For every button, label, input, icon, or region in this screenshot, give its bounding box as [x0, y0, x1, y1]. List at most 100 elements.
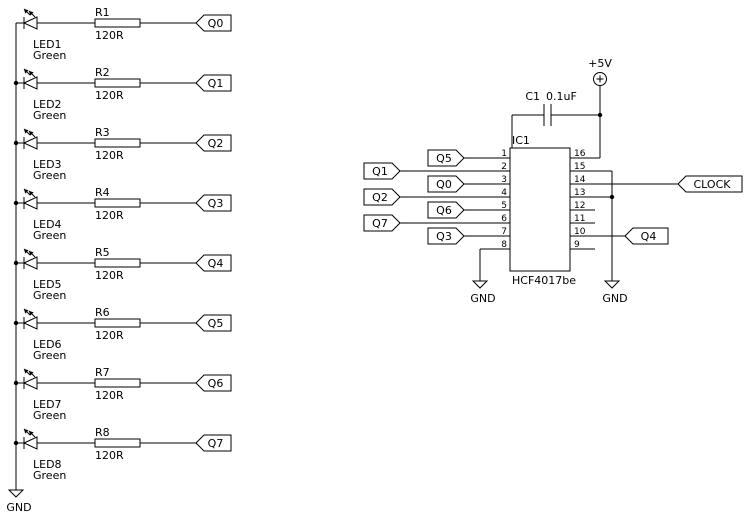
pin-number: 2 [501, 162, 507, 172]
led-name: LED5 [33, 278, 62, 291]
led-color-label: Green [33, 349, 66, 362]
net-flag-label: Q3 [436, 230, 452, 243]
cap-value: 0.1uF [546, 90, 577, 103]
net-flag [363, 188, 401, 206]
pin-number: 1 [501, 149, 507, 159]
resistor-value: 120R [95, 329, 124, 342]
junction-dot [13, 440, 19, 446]
net-flag-label: Q5 [436, 152, 452, 165]
resistor-value: 120R [95, 209, 124, 222]
net-flag [195, 134, 232, 152]
led-name: LED2 [33, 98, 62, 111]
junction-dot [597, 112, 603, 118]
led-icon [22, 16, 38, 30]
net-flag [195, 194, 232, 212]
resistor-value: 120R [95, 29, 124, 42]
net-flag-label: Q4 [208, 257, 224, 270]
led-ray-arrowhead [29, 431, 34, 436]
led-color-label: Green [33, 229, 66, 242]
net-flag-label: Q1 [208, 77, 224, 90]
led-ray-arrowhead [29, 251, 34, 256]
net-flag-label: Q1 [372, 165, 388, 178]
net-flag-label: Q2 [372, 191, 388, 204]
led-ray-arrowhead [24, 189, 29, 194]
resistor-name: R6 [95, 306, 110, 319]
led-name: LED8 [33, 458, 62, 471]
pin-number: 12 [574, 201, 585, 211]
gnd-symbol [603, 280, 621, 289]
net-flag-label: Q7 [372, 217, 388, 230]
net-flag-label: Q6 [436, 204, 452, 217]
led-ray-arrowhead [24, 249, 29, 254]
net-flag [195, 254, 232, 272]
junction-dot [13, 80, 19, 86]
resistor-icon [94, 438, 141, 448]
junction-dot [13, 320, 19, 326]
led-name: LED4 [33, 218, 62, 231]
led-name: LED6 [33, 338, 62, 351]
net-flag-label: Q5 [208, 317, 224, 330]
net-flag-label: Q7 [208, 437, 224, 450]
net-flag [195, 314, 232, 332]
led-ray-arrowhead [24, 9, 29, 14]
led-icon [22, 436, 38, 450]
net-flag-label: CLOCK [694, 178, 732, 191]
resistor-value: 120R [95, 449, 124, 462]
junction-dot [13, 140, 19, 146]
resistor-name: R5 [95, 246, 110, 259]
pin-number: 5 [501, 201, 507, 211]
resistor-value: 120R [95, 269, 124, 282]
led-ray-arrowhead [29, 71, 34, 76]
pin-number: 6 [501, 214, 507, 224]
net-flag [427, 149, 465, 167]
net-flag [195, 434, 232, 452]
net-flag-label: Q4 [641, 230, 657, 243]
pin-number: 9 [574, 240, 580, 250]
junction-dot [13, 200, 19, 206]
led-icon [22, 136, 38, 150]
gnd-symbol [7, 489, 25, 498]
led-color-label: Green [33, 169, 66, 182]
led-ray-arrowhead [29, 131, 34, 136]
led-color-label: Green [33, 469, 66, 482]
resistor-name: R3 [95, 126, 110, 139]
led-color-label: Green [33, 289, 66, 302]
led-color-label: Green [33, 49, 66, 62]
pin-number: 7 [501, 227, 507, 237]
net-flag [363, 162, 401, 180]
pin-number: 14 [574, 175, 586, 185]
junction-dot [13, 260, 19, 266]
resistor-icon [94, 138, 141, 148]
net-flag [195, 14, 232, 32]
vcc-supply: +5V [588, 57, 612, 158]
resistor-value: 120R [95, 149, 124, 162]
net-flag [677, 175, 743, 193]
ic-part-number: HCF4017be [512, 274, 576, 287]
led-ray-arrowhead [24, 369, 29, 374]
gnd-label: GND [602, 292, 627, 305]
ic1: IC1HCF4017be1Q52Q13Q04Q25Q66Q77Q38GND161… [363, 134, 743, 305]
led-icon [22, 196, 38, 210]
resistor-icon [94, 378, 141, 388]
led-ray-arrowhead [24, 129, 29, 134]
gnd-label: GND [6, 501, 31, 514]
led-ray-arrowhead [24, 69, 29, 74]
led-color-label: Green [33, 109, 66, 122]
pin-number: 15 [574, 162, 585, 172]
resistor-name: R7 [95, 366, 110, 379]
net-flag [427, 175, 465, 193]
led-ray-arrowhead [29, 311, 34, 316]
pin-number: 4 [501, 188, 507, 198]
resistor-icon [94, 198, 141, 208]
net-flag [427, 227, 465, 245]
resistor-name: R2 [95, 66, 110, 79]
net-flag-label: Q0 [208, 17, 224, 30]
